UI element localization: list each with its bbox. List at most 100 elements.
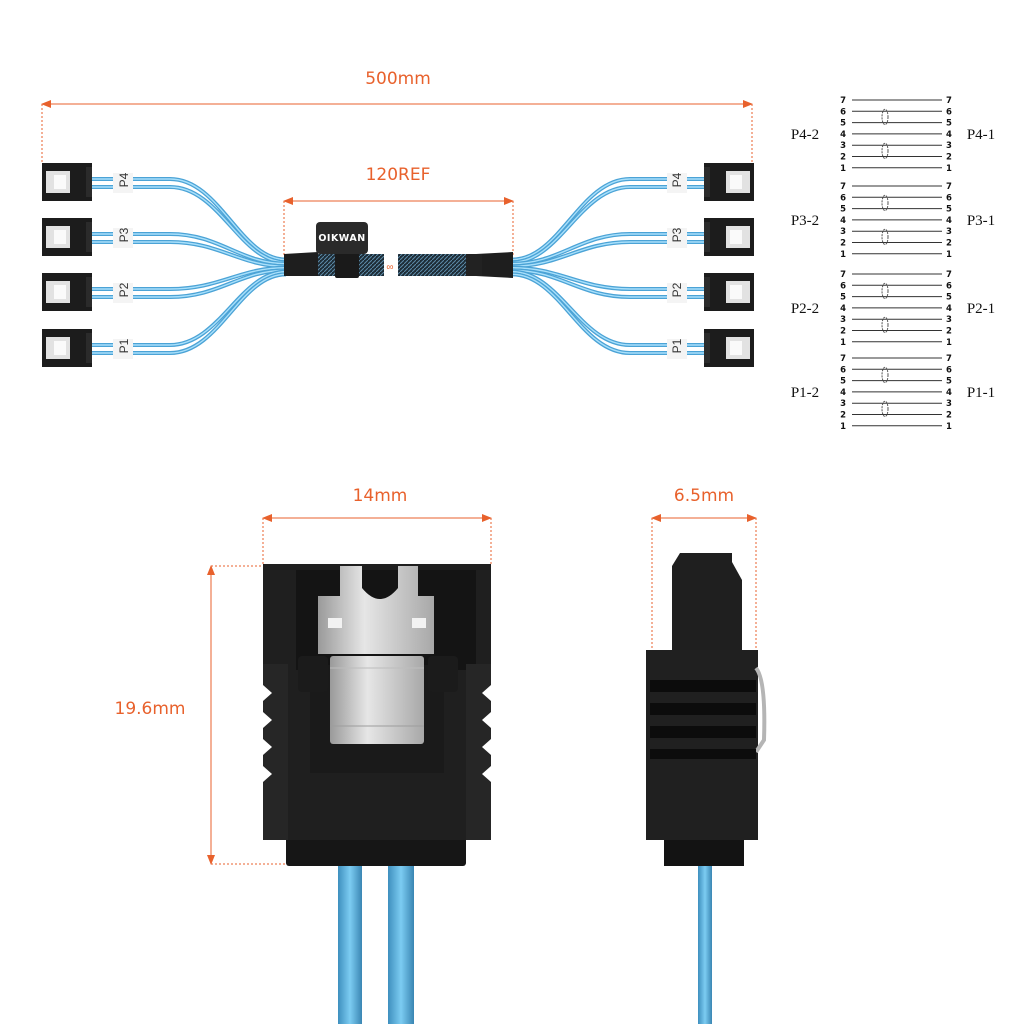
cable-wire-highlight	[92, 178, 287, 261]
pin-number-right: 3	[946, 315, 952, 325]
twisted-pair-icon	[881, 282, 889, 300]
pin-number-right: 7	[946, 354, 952, 364]
wiring-group-left-label: P1-2	[791, 385, 819, 401]
pin-number-right: 7	[946, 96, 952, 106]
pin-number-left: 5	[840, 205, 846, 215]
overall-length-dimension: 500mm	[41, 69, 753, 162]
pin-number-left: 7	[840, 182, 846, 192]
cable-wire-highlight	[92, 273, 287, 354]
wiring-group-right-label: P4-1	[967, 127, 995, 143]
pin-number-left: 7	[840, 354, 846, 364]
cable-wire-highlight	[92, 186, 287, 264]
wiring-group-left-label: P3-2	[791, 213, 819, 229]
port-label-sleeve	[113, 283, 133, 303]
pin-number-right: 2	[946, 411, 952, 421]
connector-side-view	[646, 553, 767, 1024]
twisted-pair-icon	[881, 142, 889, 160]
brand-tag-text: OIKWAN	[318, 233, 365, 244]
port-label-sleeve	[113, 339, 133, 359]
connector-depth-dimension: 6.5mm	[651, 486, 757, 648]
pin-number-left: 3	[840, 227, 846, 237]
cable-wire	[698, 864, 712, 1024]
cable-wire-highlight	[511, 266, 704, 290]
port-label-left: P3	[117, 227, 131, 242]
pin-number-right: 5	[946, 205, 952, 215]
sata-connectors-small	[42, 163, 754, 367]
cable-wire-highlight	[511, 241, 704, 268]
pin-number-left: 6	[840, 107, 846, 117]
pin-number-left: 2	[840, 327, 846, 337]
pin-number-left: 1	[840, 250, 846, 260]
cable-wire-highlight	[511, 233, 704, 265]
pin-number-right: 1	[946, 164, 952, 174]
connector-height-dimension: 19.6mm	[115, 565, 285, 865]
cable-wire-highlight	[511, 270, 704, 346]
twisted-pair-icon	[881, 366, 889, 384]
port-label-sleeve	[667, 339, 687, 359]
connector-width-label: 14mm	[353, 486, 408, 506]
wiring-group-right-label: P1-1	[967, 385, 995, 401]
twisted-pair-icon	[881, 228, 889, 246]
connector-depth-label: 6.5mm	[674, 486, 734, 506]
port-label-left: P1	[117, 338, 131, 353]
pin-number-right: 3	[946, 399, 952, 409]
braided-section-dimension: 120REF	[283, 165, 514, 256]
cable-wire-highlight	[511, 269, 704, 298]
pin-number-left: 5	[840, 119, 846, 129]
wiring-group-right-label: P3-1	[967, 213, 995, 229]
port-label-left: P4	[117, 172, 131, 187]
sata-connector-left	[42, 218, 92, 256]
pin-number-left: 4	[840, 304, 846, 314]
sata-connector-left	[42, 329, 92, 367]
port-label-right: P4	[670, 172, 684, 187]
pin-number-left: 3	[840, 399, 846, 409]
pin-number-right: 1	[946, 422, 952, 432]
port-label-sleeve	[667, 283, 687, 303]
pin-number-right: 3	[946, 141, 952, 151]
pin-number-left: 5	[840, 293, 846, 303]
pin-number-left: 3	[840, 315, 846, 325]
twisted-pair-icon	[881, 316, 889, 334]
twisted-pair-icon	[881, 108, 889, 126]
wiring-group-left-label: P4-2	[791, 127, 819, 143]
pin-number-left: 6	[840, 281, 846, 291]
pin-number-right: 1	[946, 250, 952, 260]
pin-number-left: 7	[840, 270, 846, 280]
cable-wire-highlight	[511, 186, 704, 264]
brand-tag: OIKWAN	[316, 222, 368, 254]
pin-number-right: 6	[946, 193, 952, 203]
pin-number-right: 5	[946, 377, 952, 387]
port-label-sleeve	[667, 173, 687, 193]
overall-length-label: 500mm	[365, 69, 431, 89]
cable-wire	[388, 864, 414, 1024]
pin-number-left: 1	[840, 422, 846, 432]
cable-wire-highlight	[92, 269, 287, 298]
braided-section-label: 120REF	[366, 165, 431, 185]
pin-number-right: 2	[946, 239, 952, 249]
pin-number-right: 6	[946, 365, 952, 375]
twisted-pair-icon	[881, 194, 889, 212]
pin-number-left: 2	[840, 239, 846, 249]
cable-wire	[338, 864, 362, 1024]
port-label-sleeve	[667, 228, 687, 248]
pin-number-left: 2	[840, 153, 846, 163]
port-label-sleeve	[113, 228, 133, 248]
cable-wire-highlight	[92, 270, 287, 346]
pin-number-left: 4	[840, 216, 846, 226]
cable-wire-highlight	[92, 233, 287, 265]
pin-number-right: 7	[946, 270, 952, 280]
pin-number-left: 5	[840, 377, 846, 387]
pin-number-right: 6	[946, 281, 952, 291]
pin-number-left: 2	[840, 411, 846, 421]
wiring-group-left-label: P2-2	[791, 301, 819, 317]
pin-number-left: 4	[840, 388, 846, 398]
pin-number-right: 4	[946, 304, 952, 314]
pin-number-right: 5	[946, 119, 952, 129]
pin-number-left: 4	[840, 130, 846, 140]
port-label-right: P1	[670, 338, 684, 353]
pin-number-right: 4	[946, 388, 952, 398]
